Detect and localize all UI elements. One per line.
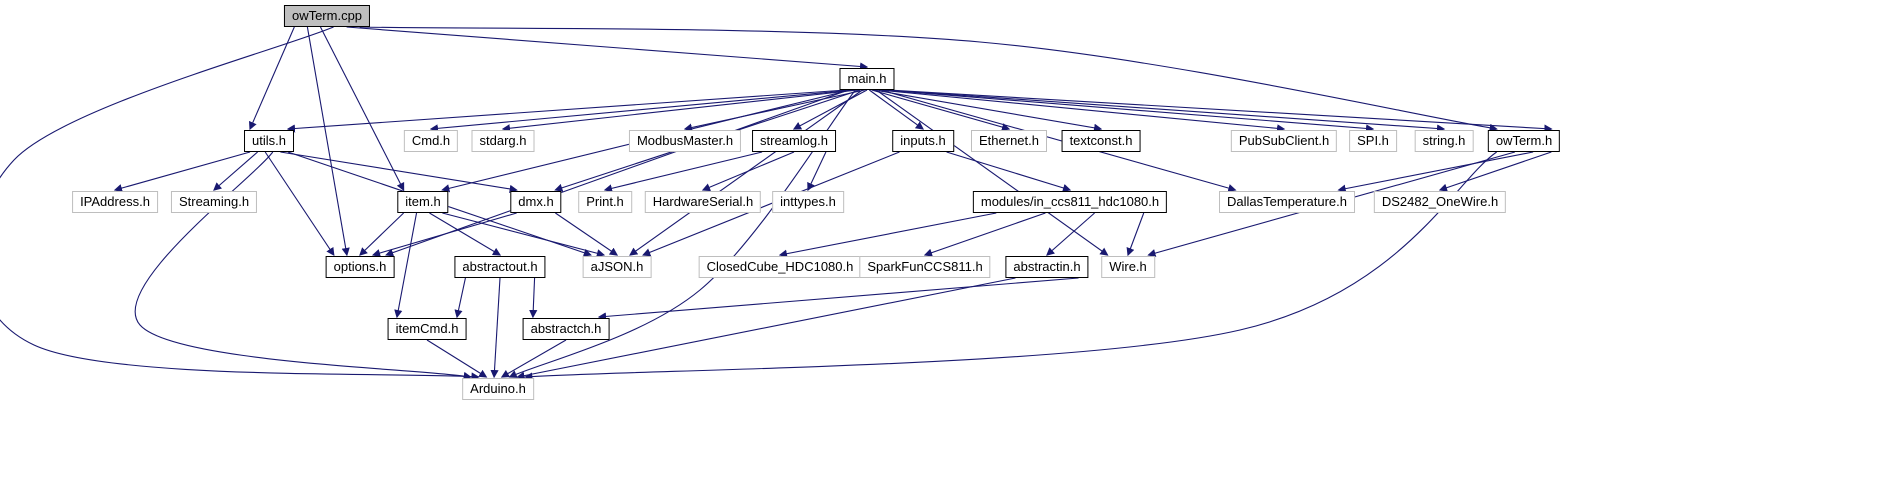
node-ccs811_h[interactable]: modules/in_ccs811_hdc1080.h [972, 191, 1168, 213]
node-dallastemperature_h: DallasTemperature.h [1219, 191, 1355, 213]
node-cmd_h: Cmd.h [403, 130, 459, 152]
node-textconst_h[interactable]: textconst.h [1061, 130, 1141, 152]
node-sparkfun_h: SparkFunCCS811.h [859, 256, 991, 278]
edge-abstractout_h-to-arduino_h [490, 277, 501, 379]
edge-main_h-to-modbusmaster_h [683, 89, 865, 132]
edge-main_h-to-spi_h [883, 89, 1375, 133]
node-item_h[interactable]: item.h [397, 191, 449, 213]
edge-owterm_cpp-to-main_h [346, 26, 869, 71]
edge-owterm_cpp-to-arduino_h [0, 26, 480, 381]
edge-ccs811_h-to-wire_h [1126, 212, 1145, 257]
edge-main_h-to-streamlog_h [792, 89, 868, 130]
node-dmx_h[interactable]: dmx.h [510, 191, 562, 213]
edge-utils_h-to-options_h [264, 151, 335, 257]
node-abstractout_h[interactable]: abstractout.h [454, 256, 546, 278]
edge-abstractin_h-to-abstractch_h [597, 277, 1079, 321]
edge-owterm_cpp-to-item_h [319, 26, 405, 192]
edge-item_h-to-itemcmd_h [394, 212, 418, 319]
node-owterm_cpp[interactable]: owTerm.cpp [283, 5, 371, 27]
node-wire_h: Wire.h [1101, 256, 1155, 278]
edge-main_h-to-string_h [885, 89, 1446, 133]
edge-owterm_h-to-arduino_h [524, 151, 1497, 381]
edge-owterm_cpp-to-options_h [306, 26, 350, 257]
edge-abstractout_h-to-abstractch_h [529, 277, 538, 319]
edge-streamlog_h-to-inttypes_h [807, 151, 827, 192]
edge-main_h-to-pubsubclient_h [878, 89, 1286, 133]
node-ds2482_h: DS2482_OneWire.h [1373, 191, 1507, 213]
node-ajson_h: aJSON.h [582, 256, 652, 278]
edge-abstractout_h-to-itemcmd_h [454, 277, 466, 319]
node-print_h: Print.h [578, 191, 632, 213]
edge-main_h-to-stdarg_h [501, 89, 858, 133]
edge-ccs811_h-to-abstractin_h [1046, 212, 1095, 256]
node-ethernet_h: Ethernet.h [971, 130, 1047, 152]
edge-utils_h-to-dmx_h [280, 151, 518, 193]
node-stdarg_h: stdarg.h [471, 130, 535, 152]
edge-item_h-to-abstractout_h [429, 212, 502, 256]
edge-owterm_h-to-ds2482_h [1438, 151, 1552, 192]
node-ipaddress_h: IPAddress.h [72, 191, 158, 213]
node-abstractin_h[interactable]: abstractin.h [1005, 256, 1089, 278]
node-pubsubclient_h: PubSubClient.h [1230, 130, 1338, 152]
edge-main_h-to-owterm_h [887, 89, 1553, 133]
edge-inputs_h-to-ajson_h [642, 151, 900, 257]
edge-utils_h-to-ipaddress_h [113, 151, 251, 193]
node-streaming_h: Streaming.h [170, 191, 258, 213]
edge-dmx_h-to-ajson_h [555, 212, 619, 256]
edge-utils_h-to-arduino_h [134, 151, 472, 380]
edge-main_h-to-inputs_h [868, 89, 925, 130]
edge-abstractch_h-to-arduino_h [500, 339, 567, 378]
node-abstractch_h[interactable]: abstractch.h [522, 318, 610, 340]
edge-inputs_h-to-ccs811_h [946, 151, 1072, 192]
edge-item_h-to-options_h [359, 212, 405, 256]
edge-main_h-to-dallastemperature_h [880, 89, 1237, 193]
edge-owterm_cpp-to-owterm_h [359, 26, 1498, 132]
edge-ccs811_h-to-sparkfun_h [923, 212, 1046, 257]
edge-main_h-to-options_h [385, 89, 849, 257]
node-streamlog_h[interactable]: streamlog.h [752, 130, 836, 152]
node-string_h: string.h [1414, 130, 1474, 152]
edge-streamlog_h-to-hardwareserial_h [701, 151, 795, 192]
node-main_h[interactable]: main.h [839, 68, 895, 90]
node-modbusmaster_h: ModbusMaster.h [628, 130, 742, 152]
edge-main_h-to-utils_h [286, 89, 847, 133]
edge-utils_h-to-streaming_h [213, 151, 258, 191]
node-spi_h: SPI.h [1349, 130, 1397, 152]
edge-owterm_h-to-dallastemperature_h [1337, 151, 1534, 193]
node-closedcube_h: ClosedCube_HDC1080.h [698, 256, 862, 278]
edge-main_h-to-textconst_h [873, 89, 1103, 132]
edge-itemcmd_h-to-arduino_h [426, 339, 488, 378]
node-options_h[interactable]: options.h [325, 256, 395, 278]
edge-main_h-to-ethernet_h [871, 89, 1011, 132]
edge-main_h-to-wire_h [875, 89, 1109, 256]
node-inttypes_h: inttypes.h [772, 191, 844, 213]
edge-dmx_h-to-options_h [371, 212, 517, 257]
edge-main_h-to-cmd_h [429, 89, 854, 133]
node-owterm_h[interactable]: owTerm.h [1487, 130, 1561, 152]
node-arduino_h: Arduino.h [462, 378, 534, 400]
edge-streamlog_h-to-print_h [603, 151, 763, 193]
node-utils_h[interactable]: utils.h [244, 130, 294, 152]
edge-ccs811_h-to-closedcube_h [778, 212, 997, 258]
edge-item_h-to-ajson_h [442, 212, 606, 258]
node-itemcmd_h[interactable]: itemCmd.h [387, 318, 467, 340]
edge-owterm_cpp-to-utils_h [249, 26, 295, 131]
node-inputs_h[interactable]: inputs.h [892, 130, 954, 152]
node-hardwareserial_h: HardwareSerial.h [644, 191, 762, 213]
edge-abstractin_h-to-arduino_h [516, 277, 1016, 380]
